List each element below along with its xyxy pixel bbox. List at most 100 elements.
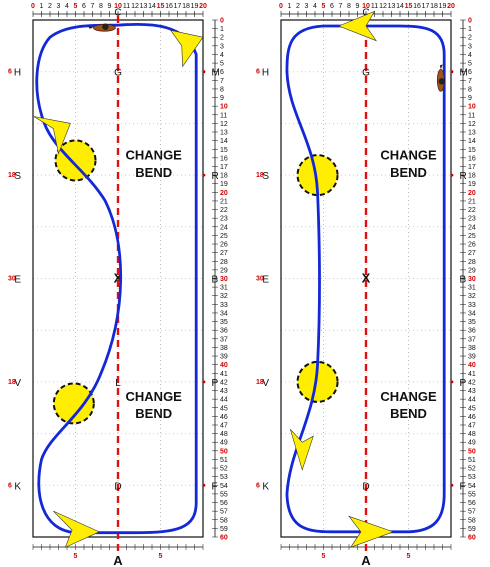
ruler-tick-label: 0 — [468, 18, 472, 25]
ruler-tick-label: 11 — [220, 112, 227, 119]
ruler-tick-label: 23 — [220, 216, 228, 223]
ruler-tick-label: 17 — [220, 164, 228, 171]
ruler-tick-label: 4 — [220, 52, 224, 59]
ruler-tick-label: 49 — [220, 440, 228, 447]
ruler-tick-label: 32 — [468, 293, 476, 300]
marker-dot — [450, 483, 454, 487]
ruler-tick-label: 20 — [199, 3, 207, 10]
ruler-tick-label: 60 — [468, 535, 476, 542]
ruler-tick-label: 57 — [220, 509, 228, 516]
ruler-tick-label: 35 — [220, 319, 228, 326]
ruler-tick-label: 10 — [114, 3, 122, 10]
ruler-tick-label: 45 — [220, 405, 228, 412]
ruler-tick-label: 22 — [220, 207, 228, 214]
ruler-tick-label: 33 — [220, 302, 228, 309]
ruler-tick-label: 25 — [220, 233, 228, 240]
ruler-tick-label: 52 — [220, 466, 228, 473]
ride-path — [285, 24, 446, 534]
side-distance: 6 — [256, 482, 260, 489]
ruler-tick-label: 5 — [322, 3, 326, 10]
bend-circle — [296, 154, 339, 197]
direction-arrow-icon — [290, 429, 314, 471]
arena-letter-R: R — [460, 171, 467, 182]
ruler-tick-label: 40 — [220, 362, 228, 369]
ruler-tick-label: 11 — [468, 112, 475, 119]
ruler-tick-label: 6 — [468, 69, 472, 76]
ruler-tick-label: 48 — [220, 431, 228, 438]
ruler-tick-label: 31 — [468, 285, 476, 292]
ruler-tick-label: 39 — [220, 354, 228, 361]
ruler-tick-label: 14 — [396, 3, 404, 10]
arena-letter-C: C — [114, 7, 121, 18]
ruler-tick-label: 37 — [468, 336, 476, 343]
ruler-tick-label: 9 — [220, 95, 224, 102]
ruler-tick-label: 30 — [468, 276, 476, 283]
ruler-tick-label: 16 — [468, 155, 476, 162]
ruler-tick-label: 1 — [468, 26, 472, 33]
rider — [438, 78, 445, 85]
arena-letter-P: P — [212, 378, 219, 389]
horse-tail — [88, 25, 94, 29]
ruler-tick-label: 49 — [468, 440, 476, 447]
ruler-tick-label: 1 — [40, 3, 44, 10]
ruler-tick-label: 5 — [407, 553, 411, 560]
ruler-tick-label: 53 — [220, 474, 228, 481]
bend-circle — [54, 139, 97, 182]
arena-letter-S: S — [262, 171, 269, 182]
side-distance: 30 — [8, 276, 16, 283]
direction-arrow-icon — [33, 116, 71, 155]
ruler-tick-label: 51 — [468, 457, 476, 464]
ruler-tick-label: 11 — [371, 3, 378, 10]
ruler-tick-label: 19 — [191, 3, 199, 10]
ruler-tick-label: 15 — [157, 3, 165, 10]
change-bend-upper: CHANGE — [380, 148, 437, 163]
ruler-tick-label: 8 — [468, 86, 472, 93]
ruler-tick-label: 13 — [140, 3, 148, 10]
ruler-tick-label: 8 — [99, 3, 103, 10]
ruler-tick-label: 38 — [468, 345, 476, 352]
arena-letter-E: E — [262, 275, 269, 286]
ruler-tick-label: 12 — [468, 121, 476, 128]
ruler-tick-label: 12 — [379, 3, 387, 10]
marker-dot — [450, 70, 454, 74]
ruler-tick-label: 60 — [220, 535, 228, 542]
ruler-tick-label: 29 — [468, 267, 476, 274]
direction-arrow-icon — [170, 29, 204, 68]
change-bend-lower: BEND — [390, 406, 427, 421]
ruler-tick-label: 19 — [439, 3, 447, 10]
ruler-tick-label: 37 — [220, 336, 228, 343]
ruler-tick-label: 59 — [468, 526, 476, 533]
ruler-tick-label: 0 — [279, 3, 283, 10]
ruler-tick-label: 16 — [413, 3, 421, 10]
ruler-tick-label: 5 — [159, 553, 163, 560]
change-bend-upper: CHANGE — [126, 148, 183, 163]
arena-letter-G: G — [362, 68, 370, 79]
ruler-tick-label: 26 — [468, 242, 476, 249]
ruler-tick-label: 26 — [220, 242, 228, 249]
track-left — [33, 22, 204, 548]
track-right — [285, 10, 446, 548]
ruler-tick-label: 2 — [220, 35, 224, 42]
side-distance: 6 — [8, 482, 12, 489]
ruler-tick-label: 44 — [468, 397, 476, 404]
ruler-tick-label: 3 — [57, 3, 61, 10]
arena-letter-H: H — [262, 68, 269, 79]
ruler-tick-label: 44 — [220, 397, 228, 404]
ruler-tick-label: 5 — [220, 61, 224, 68]
ruler-tick-label: 50 — [220, 448, 228, 455]
ruler-tick-label: 0 — [31, 3, 35, 10]
arena-letter-D: D — [362, 481, 369, 492]
ruler-tick-label: 41 — [220, 371, 228, 378]
ruler-tick-label: 39 — [468, 354, 476, 361]
ruler-tick-label: 4 — [468, 52, 472, 59]
ruler-tick-label: 33 — [468, 302, 476, 309]
marker-dot — [450, 173, 454, 177]
change-bend-lower: CHANGE — [380, 389, 437, 404]
ruler-tick-label: 8 — [220, 86, 224, 93]
direction-arrow-icon — [337, 10, 378, 42]
direction-arrow-icon — [53, 510, 101, 548]
ruler-tick-label: 6 — [330, 3, 334, 10]
ruler-tick-label: 40 — [468, 362, 476, 369]
ruler-tick-label: 34 — [468, 310, 476, 317]
